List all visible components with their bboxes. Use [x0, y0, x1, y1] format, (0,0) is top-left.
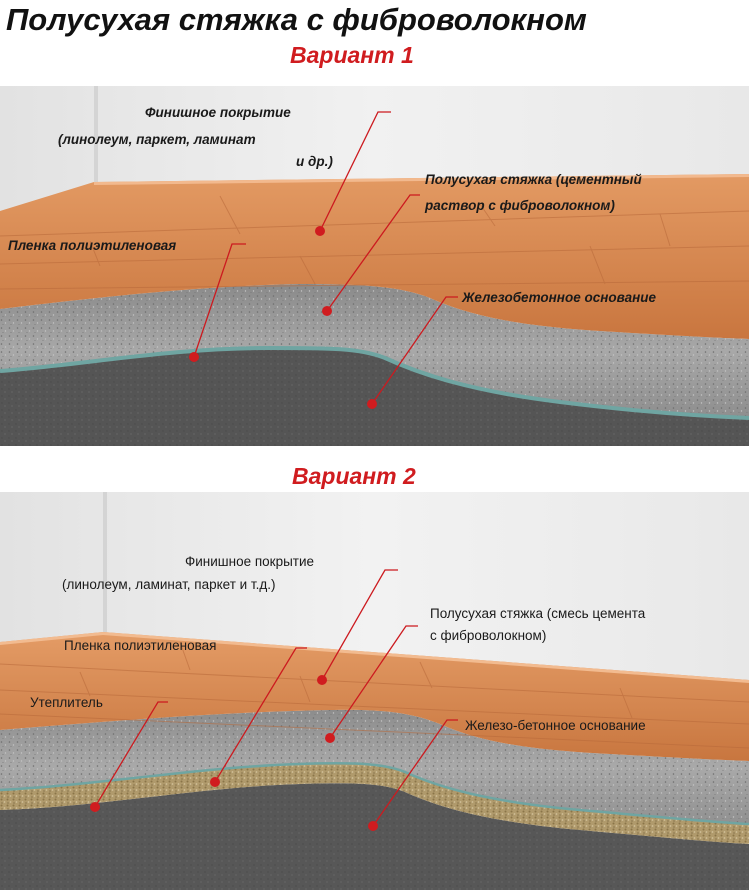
leader-finish — [321, 569, 398, 681]
dot-screed — [325, 733, 335, 743]
dot-base — [368, 821, 378, 831]
variant-1-diagram: Финишное покрытие (линолеум, паркет, лам… — [0, 86, 749, 446]
label-film: Пленка полиэтиленовая — [64, 638, 216, 653]
polyethylene-film — [0, 345, 749, 420]
variant-2-svg: Финишное покрытие (линолеум, ламинат, па… — [0, 492, 749, 890]
insulation-layer — [0, 763, 749, 844]
floor-boards — [0, 195, 749, 290]
label-screed-line2: с фиброволокном) — [430, 628, 546, 643]
label-screed-line1: Полусухая стяжка (смесь цемента — [430, 606, 646, 621]
leader-insulation — [94, 701, 168, 808]
wall-corner — [94, 86, 98, 198]
label-base: Железо-бетонное основание — [465, 718, 646, 733]
screed-texture — [0, 284, 749, 418]
screed-texture — [0, 709, 749, 824]
polyethylene-film — [0, 762, 749, 826]
variant-2-heading: Вариант 2 — [292, 463, 416, 489]
leader-dots — [189, 226, 377, 409]
label-finish-line2: (линолеум, ламинат, паркет и т.д.) — [62, 577, 276, 592]
page-title: Полусухая стяжка с фиброволокном — [6, 2, 587, 37]
label-finish-line2: (линолеум, паркет, ламинат — [58, 132, 256, 147]
dot-insulation — [90, 802, 100, 812]
baseboard-edge — [94, 174, 749, 185]
dot-screed — [322, 306, 332, 316]
leader-screed — [329, 625, 418, 739]
label-finish-line3: и др.) — [296, 154, 333, 169]
variant-2-diagram: Финишное покрытие (линолеум, ламинат, па… — [0, 492, 749, 890]
label-finish-line1: Финишное покрытие — [145, 105, 291, 120]
leader-base — [371, 296, 458, 405]
leader-screed — [326, 194, 420, 312]
dot-film — [189, 352, 199, 362]
variant-1-svg: Финишное покрытие (линолеум, паркет, лам… — [0, 86, 749, 446]
variant-1-heading: Вариант 1 — [290, 42, 414, 68]
concrete-base-texture — [0, 348, 749, 446]
label-film: Пленка полиэтиленовая — [8, 238, 176, 253]
floor-boards — [0, 641, 749, 749]
leader-film — [214, 647, 307, 783]
leader-finish — [319, 111, 391, 232]
dot-finish — [317, 675, 327, 685]
baseboard-edge — [0, 632, 749, 683]
finish-floor-layer — [0, 174, 749, 339]
leader-dots — [90, 675, 378, 831]
wall-corner — [103, 492, 107, 632]
dot-base — [367, 399, 377, 409]
dot-finish — [315, 226, 325, 236]
label-finish-line1: Финишное покрытие — [185, 554, 314, 569]
leader-lines — [193, 111, 458, 405]
leader-film — [193, 243, 246, 358]
dot-film — [210, 777, 220, 787]
label-base: Железобетонное основание — [461, 290, 656, 305]
label-screed-line1: Полусухая стяжка (цементный — [425, 172, 642, 187]
leader-base — [372, 719, 458, 827]
leader-lines — [94, 569, 458, 827]
finish-floor-layer — [0, 632, 749, 761]
label-insulation: Утеплитель — [30, 695, 103, 710]
concrete-base-texture — [0, 783, 749, 890]
label-screed-line2: раствор с фиброволокном) — [424, 198, 615, 213]
